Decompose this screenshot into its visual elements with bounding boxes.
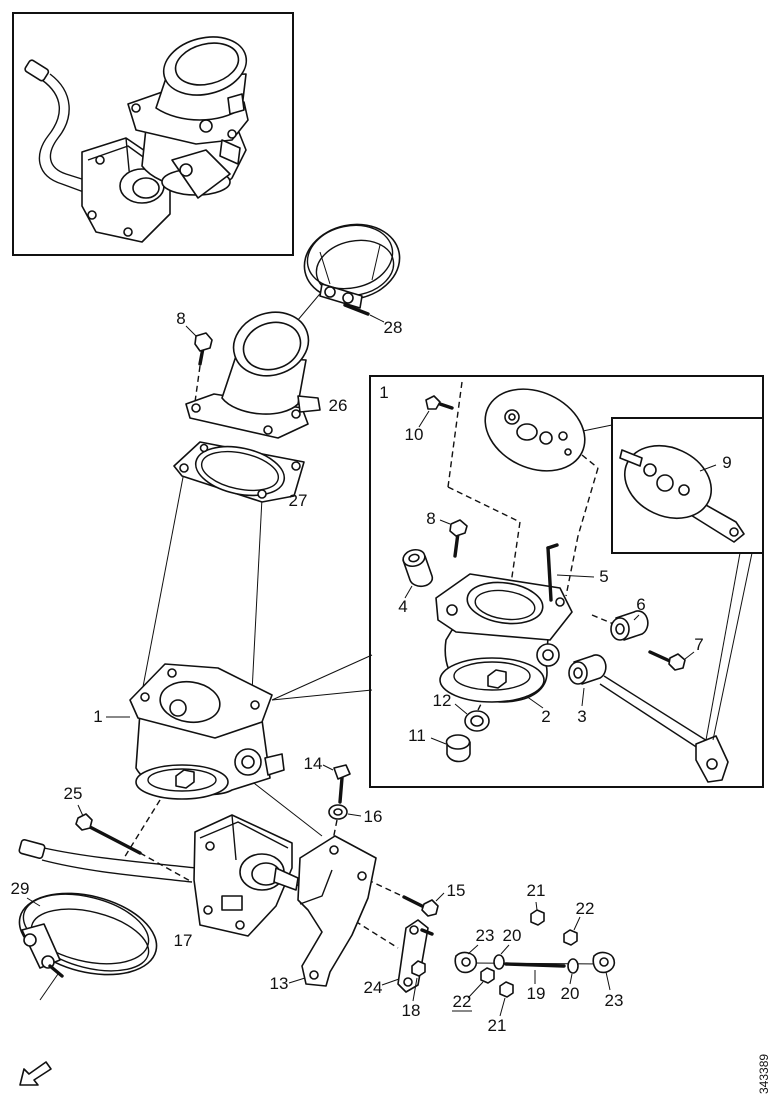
callout-20-top: 20 bbox=[503, 926, 522, 945]
callout-15: 15 bbox=[447, 881, 466, 900]
callout-labels: 8 28 26 27 1 14 16 25 15 21 22 23 20 29 … bbox=[11, 309, 732, 1035]
detail-callout-8: 8 bbox=[426, 509, 435, 528]
part-15-bolt bbox=[402, 892, 445, 917]
part-12-washer bbox=[454, 703, 490, 732]
part-throttle-shaft bbox=[599, 552, 753, 783]
callout-21-top: 21 bbox=[527, 881, 546, 900]
part-28-clamp-ring bbox=[303, 223, 401, 323]
part-7-bolt bbox=[648, 650, 695, 671]
callout-25: 25 bbox=[64, 784, 83, 803]
detail-callout-9: 9 bbox=[722, 453, 731, 472]
callout-14: 14 bbox=[304, 754, 323, 773]
vacuum-hose bbox=[18, 839, 197, 883]
part-10-screw bbox=[418, 395, 454, 428]
callout-28: 28 bbox=[384, 318, 403, 337]
callout-27: 27 bbox=[289, 491, 308, 510]
part-11-cap bbox=[430, 734, 471, 763]
callout-19: 19 bbox=[527, 984, 546, 1003]
detail-callout-1: 1 bbox=[379, 383, 388, 402]
callout-29: 29 bbox=[11, 879, 30, 898]
detail-callout-2: 2 bbox=[541, 707, 550, 726]
part-2-housing bbox=[435, 573, 573, 709]
callout-8: 8 bbox=[176, 309, 185, 328]
callout-26: 26 bbox=[329, 396, 348, 415]
callout-18: 18 bbox=[402, 1001, 421, 1020]
detail-exploded-lines bbox=[447, 381, 617, 711]
part-13-bracket bbox=[288, 835, 377, 987]
detail-callout-4: 4 bbox=[398, 597, 407, 616]
callout-21-bottom: 21 bbox=[488, 1016, 507, 1035]
callout-23-left: 23 bbox=[476, 926, 495, 945]
detail-callout-3: 3 bbox=[577, 707, 586, 726]
detail-callout-5: 5 bbox=[599, 567, 608, 586]
part-25-bolt bbox=[75, 804, 142, 855]
part-24-link bbox=[381, 919, 434, 993]
part-29-clamp-ring bbox=[18, 892, 158, 1001]
assembled-view bbox=[12, 12, 294, 256]
part-cover-plate bbox=[484, 388, 586, 472]
detail-subview-9 bbox=[611, 417, 764, 554]
part-26-elbow bbox=[185, 311, 321, 439]
part-18-nut bbox=[411, 960, 426, 1002]
part-17-actuator bbox=[193, 814, 299, 937]
part-8-detail-bolt bbox=[439, 519, 468, 558]
callout-22-top: 22 bbox=[576, 899, 595, 918]
detail-view bbox=[369, 375, 764, 788]
arrow-down-left-icon bbox=[19, 1061, 52, 1086]
detail-callout-12: 12 bbox=[433, 691, 452, 710]
part-3-bushing bbox=[568, 654, 607, 707]
callout-23-right: 23 bbox=[605, 991, 624, 1010]
figure-number: 343389 bbox=[757, 1054, 771, 1094]
part-27-gasket bbox=[173, 441, 305, 503]
callout-24: 24 bbox=[364, 978, 383, 997]
linkage-rod-assembly bbox=[454, 901, 616, 1017]
callout-22-bottom: 22 bbox=[453, 992, 472, 1011]
detail-callout-10: 10 bbox=[405, 425, 424, 444]
part-5-pin bbox=[546, 543, 595, 602]
detail-callout-6: 6 bbox=[636, 595, 645, 614]
callout-17: 17 bbox=[174, 931, 193, 950]
detail-callout-7: 7 bbox=[694, 635, 703, 654]
callout-20-bottom: 20 bbox=[561, 984, 580, 1003]
callout-16: 16 bbox=[364, 807, 383, 826]
part-4-bushing bbox=[402, 548, 434, 599]
detail-callout-11: 11 bbox=[408, 726, 426, 745]
part-1-throttle-body bbox=[106, 663, 285, 800]
callout-1: 1 bbox=[93, 707, 102, 726]
part-6-bushing bbox=[610, 610, 649, 641]
part-16-washer bbox=[328, 804, 362, 820]
part-14-bolt bbox=[322, 764, 351, 804]
callout-13: 13 bbox=[270, 974, 289, 993]
part-8-bolt bbox=[185, 325, 213, 366]
